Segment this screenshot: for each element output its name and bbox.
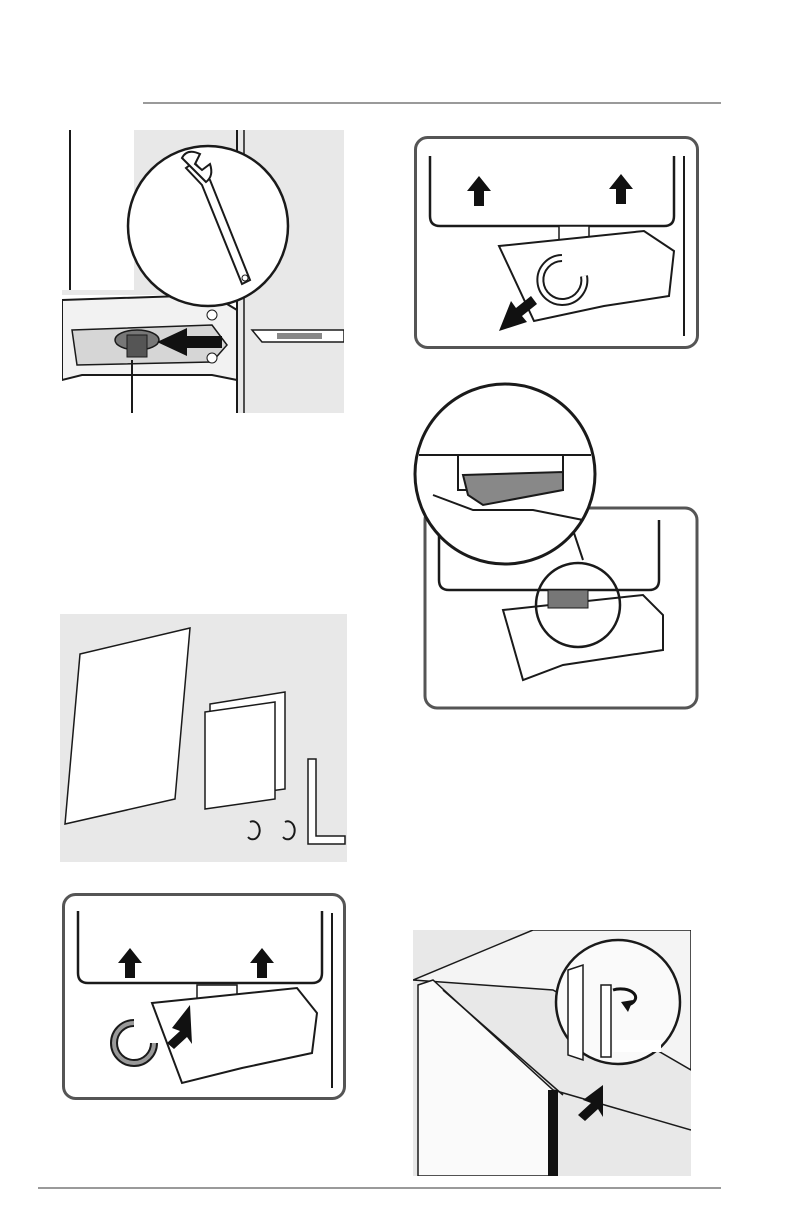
screwdriver-icon <box>252 330 344 342</box>
figure-stopper-zoom <box>413 380 699 710</box>
header-rule <box>143 102 721 104</box>
manual-sheet-icon <box>65 628 190 824</box>
figure-door-pin <box>413 930 691 1176</box>
booklet-icon <box>205 692 285 809</box>
figure-accessories <box>60 614 347 862</box>
footer-rule <box>38 1187 721 1189</box>
magnifier-circle-icon <box>415 384 595 564</box>
figure-door-stopper-bottom <box>62 893 346 1100</box>
figure-wrench-hinge <box>62 130 344 413</box>
figure-door-stopper-top <box>414 136 699 349</box>
